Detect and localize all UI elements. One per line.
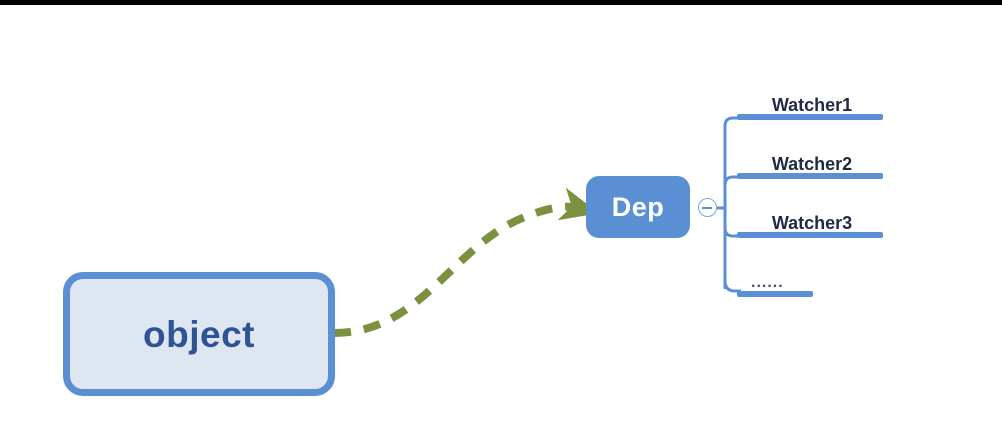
object-node-label: object — [143, 313, 255, 355]
branch-item-label: Watcher1 — [771, 95, 853, 115]
collapse-minus-icon[interactable] — [698, 198, 717, 217]
branch-item-ellipsis[interactable]: ...... — [737, 263, 887, 297]
branch-item-underline — [737, 232, 883, 238]
branch-item-watcher3[interactable]: Watcher3 — [737, 204, 887, 238]
branch-item-underline — [737, 114, 883, 120]
branch-item-label: ...... — [751, 274, 784, 291]
top-black-bar — [0, 0, 1002, 5]
object-node[interactable]: object — [63, 272, 335, 396]
branch-connector-3 — [723, 227, 739, 238]
branch-item-watcher2[interactable]: Watcher2 — [737, 145, 887, 179]
branch-item-label: Watcher2 — [771, 154, 853, 174]
branch-item-label: Watcher3 — [771, 213, 853, 233]
branch-item-underline — [737, 291, 813, 297]
branch-item-underline — [737, 173, 883, 179]
dep-node-label: Dep — [611, 191, 665, 222]
branch-item-watcher1[interactable]: Watcher1 — [737, 86, 887, 120]
dependency-arrow — [333, 187, 599, 337]
branch-connector-1 — [723, 116, 739, 134]
branch-connector-2 — [723, 175, 739, 186]
dep-node[interactable]: Dep — [586, 176, 690, 238]
branch-connector-4 — [723, 280, 741, 293]
